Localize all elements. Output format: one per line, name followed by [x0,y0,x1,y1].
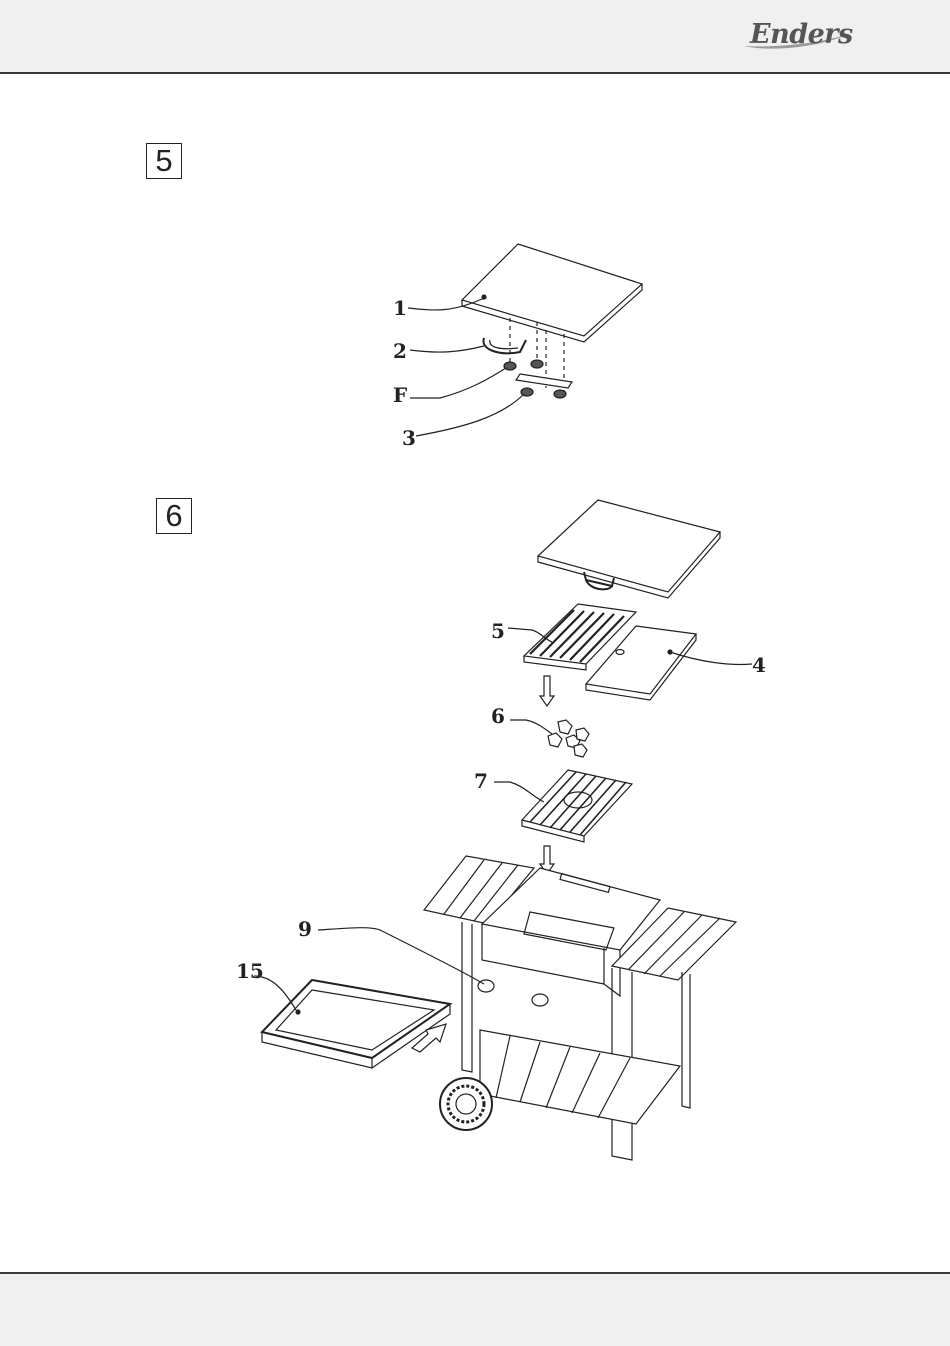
callout-step5-3: 3 [402,426,416,450]
charcoal-briquettes [510,720,589,757]
callout-step5-f: F [393,383,407,407]
lid-top-step6 [538,500,720,598]
callout-step5-2: 2 [393,339,407,363]
charcoal-grate [494,770,632,874]
callout-step6-4: 4 [752,653,766,677]
grill-grate-and-griddle [508,604,752,706]
callout-step6-15: 15 [236,959,264,983]
page-footer [0,1272,950,1346]
callout-step5-1: 1 [393,296,407,320]
callout-step6-7: 7 [474,769,488,793]
callout-step6-6: 6 [491,704,505,728]
side-table-assembly-step5 [408,244,642,436]
ash-tray [254,976,450,1068]
callout-step6-9: 9 [298,917,312,941]
callout-step6-5: 5 [491,619,505,643]
